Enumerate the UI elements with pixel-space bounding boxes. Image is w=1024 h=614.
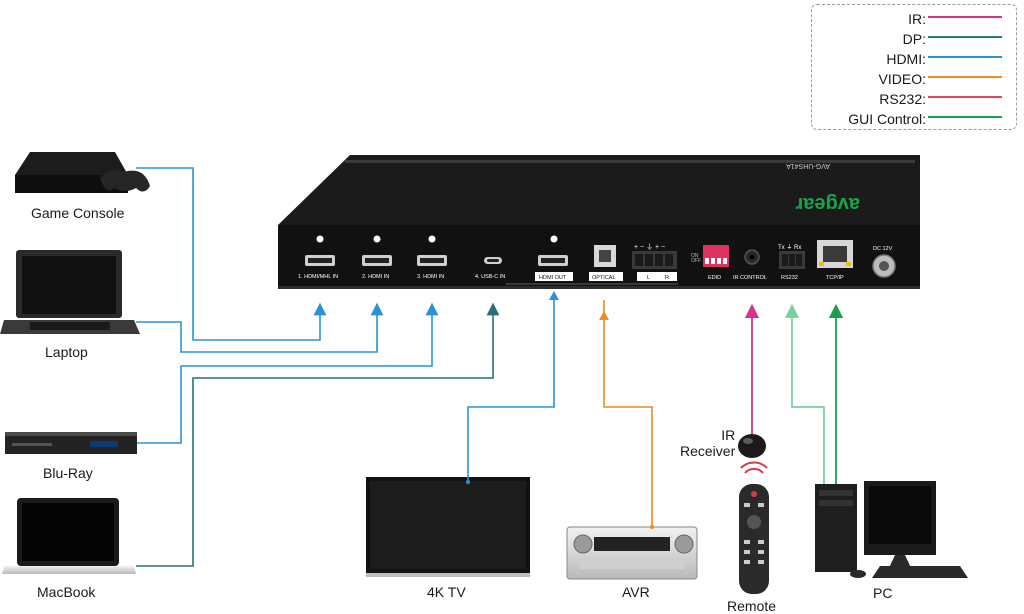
cable-rs232 [784, 303, 825, 484]
remote-icon [739, 461, 769, 594]
cable-macbook [136, 302, 500, 567]
game-console-label: Game Console [31, 205, 125, 221]
port-ir-control-label: IR CONTROL [733, 275, 767, 281]
port-optical-label: OPTICAL [592, 275, 616, 281]
port-hdmi-out-label: HDMI OUT [539, 275, 567, 281]
cable-game-console [136, 167, 327, 341]
pc-icon [815, 481, 968, 578]
avr-icon [566, 526, 698, 580]
svg-text:ON: ON [691, 253, 699, 259]
tv-label: 4K TV [427, 584, 466, 600]
port-hdmi2-label: 2. HDMI IN [362, 274, 389, 280]
cable-bluray [137, 302, 439, 444]
model-label: AVG-UHS41A [786, 162, 830, 169]
port-hdmi1-label: 1. HDMI/MHL IN [298, 274, 338, 280]
cable-tv [467, 300, 555, 482]
svg-text:Tx ⏚ Rx: Tx ⏚ Rx [778, 244, 801, 251]
bluray-icon [5, 432, 137, 454]
legend-swatches [928, 16, 1002, 118]
legend-dp-label: DP: [902, 31, 926, 47]
legend-gui-label: GUI Control: [848, 111, 926, 127]
legend-hdmi-label: HDMI: [886, 51, 926, 67]
legend-rs232-label: RS232: [879, 91, 926, 107]
macbook-icon [2, 498, 136, 574]
cable-laptop [136, 302, 384, 353]
ir-receiver-icon [738, 434, 766, 458]
laptop-label: Laptop [45, 344, 88, 360]
brand-logo: avgear [795, 193, 860, 215]
laptop-icon [0, 250, 140, 334]
port-labels: 1. HDMI/MHL IN 2. HDMI IN 3. HDMI IN 4. … [298, 162, 893, 281]
legend-ir-label: IR: [908, 11, 926, 27]
tv-icon [366, 477, 530, 577]
port-edid-label: EDID [708, 275, 721, 281]
port-tcpip-label: TCP/IP [826, 275, 844, 281]
avr-label: AVR [622, 584, 650, 600]
svg-text:OFF: OFF [691, 258, 701, 264]
port-hdmi3-label: 3. HDMI IN [417, 274, 444, 280]
switcher-unit: + − ⏚ + − ON OFF Tx ⏚ Rx [278, 155, 920, 289]
cable-avr [603, 300, 653, 527]
port-audio-r-label: R [665, 275, 669, 281]
port-dc-label: DC 12V [873, 246, 893, 252]
legend: IR: DP: HDMI: VIDEO: RS232: GUI Control: [811, 4, 1017, 130]
svg-text:+ − ⏚ + −: + − ⏚ + − [634, 243, 665, 251]
remote-label: Remote [727, 598, 777, 614]
port-audio-l-label: L [647, 275, 650, 281]
game-console-icon [15, 152, 150, 193]
port-rs232-label: RS232 [781, 275, 798, 281]
bluray-label: Blu-Ray [43, 465, 93, 481]
pc-label: PC [873, 585, 893, 601]
macbook-label: MacBook [37, 584, 96, 600]
legend-video-label: VIDEO: [878, 71, 926, 87]
port-usbc-label: 4. USB-C IN [475, 274, 505, 280]
ir-receiver-label: IR Receiver [680, 427, 736, 459]
